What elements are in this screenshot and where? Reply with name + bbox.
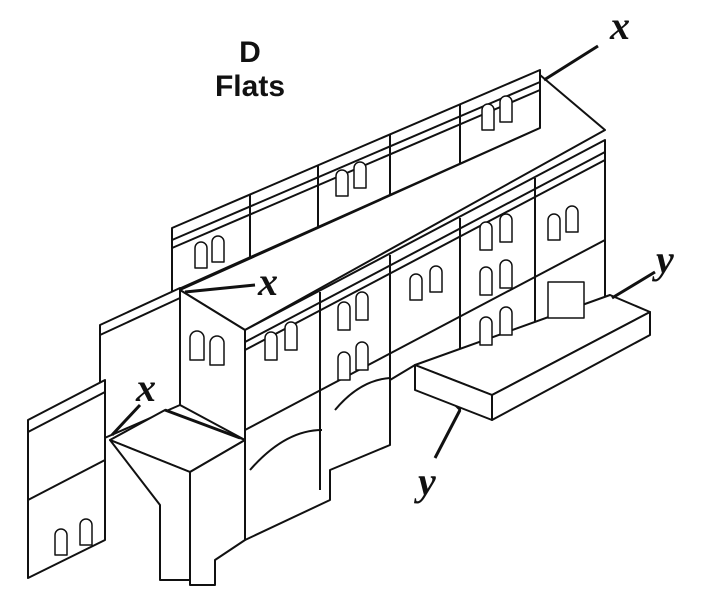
title-name: Flats	[214, 70, 286, 103]
callout-y-right: y	[656, 237, 674, 282]
callout-x-middle: x	[258, 259, 278, 304]
left-wing-wall	[99, 287, 181, 441]
leader-lines	[110, 44, 656, 459]
loading-dock	[414, 294, 651, 421]
callout-x-top-right: x	[610, 3, 630, 48]
porch	[109, 409, 246, 586]
windows	[54, 95, 585, 556]
diagram-title: D Flats	[195, 36, 305, 104]
callout-y-bottom: y	[418, 459, 436, 504]
callout-x-left: x	[136, 365, 156, 410]
title-letter: D	[239, 36, 261, 69]
